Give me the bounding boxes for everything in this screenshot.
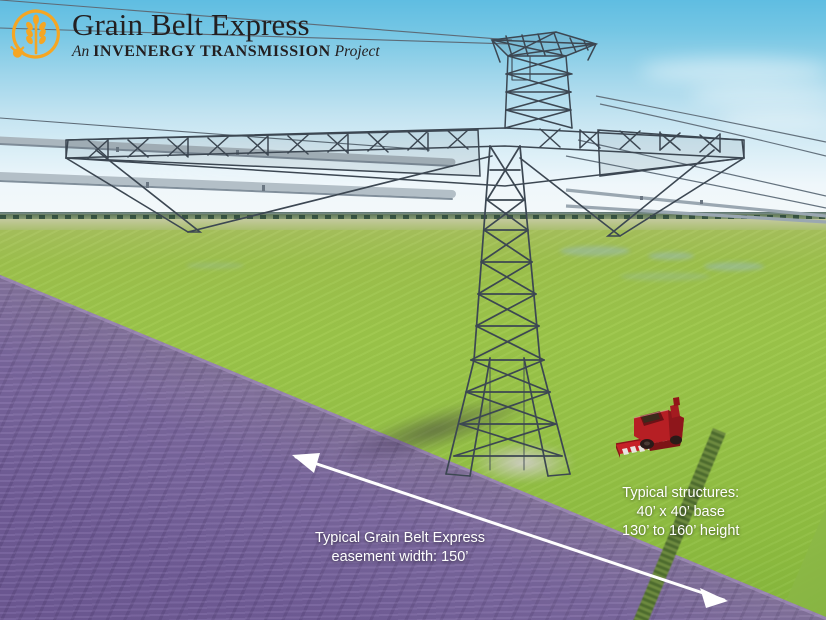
easement-callout-line1: Typical Grain Belt Express: [315, 530, 486, 546]
easement-callout-line2: easement width: 150’: [331, 549, 469, 566]
tower-upper-mast: [504, 55, 573, 129]
field-wet-patch: [648, 252, 694, 260]
field-wet-patch: [620, 272, 710, 281]
tower-arm-braces: [65, 149, 745, 237]
easement-width-callout: Typical Grain Belt Express easement widt…: [315, 529, 485, 567]
shield-wires-left: [0, 0, 513, 151]
conductor-bundle-right: [565, 188, 826, 224]
brand-subtitle-lead: An: [72, 42, 94, 60]
lattice-transmission-tower: [65, 31, 745, 477]
structure-callout-line3: 130’ to 160’ height: [622, 523, 740, 540]
conductor-spacers-right: [640, 196, 703, 204]
brand-subtitle-caps: INVENERGY TRANSMISSION: [93, 42, 331, 60]
tower-main-crossarm: [65, 127, 745, 187]
conductor-spacers: [116, 147, 265, 191]
tower-main-body: [470, 145, 545, 361]
structure-callout-line1: Typical structures:: [622, 485, 740, 501]
structure-dimensions-callout: Typical structures: 40’ x 40’ base 130’ …: [622, 484, 739, 541]
combine-harvester: [615, 397, 684, 458]
double-headed-width-arrow: [292, 453, 728, 608]
structure-callout-line2: 40’ x 40’ base: [636, 504, 725, 521]
brand-logo[interactable]: Grain Belt Express An INVENERGY TRANSMIS…: [10, 8, 380, 60]
distant-treeline-detail: [0, 215, 826, 219]
cloud-wisp: [690, 86, 826, 106]
field-wet-patch: [704, 262, 764, 271]
cloud-wisp: [640, 58, 826, 84]
brand-subtitle-trail: Project: [330, 42, 380, 60]
brand-title: Grain Belt Express: [72, 6, 310, 42]
field-wet-patch: [186, 262, 244, 269]
brand-subtitle: An INVENERGY TRANSMISSION Project: [72, 42, 380, 60]
field-wet-patch: [560, 246, 630, 256]
tower-base-legs: [445, 357, 571, 477]
tower-base-vegetation: [468, 440, 578, 485]
brand-logo-text: Grain Belt Express An INVENERGY TRANSMIS…: [72, 9, 380, 60]
cloud-wisp: [720, 112, 826, 128]
combine-body: [633, 397, 684, 451]
wheat-stalk-plug-circle-icon: [10, 9, 60, 59]
tower-upper-crossarm: [490, 31, 599, 63]
